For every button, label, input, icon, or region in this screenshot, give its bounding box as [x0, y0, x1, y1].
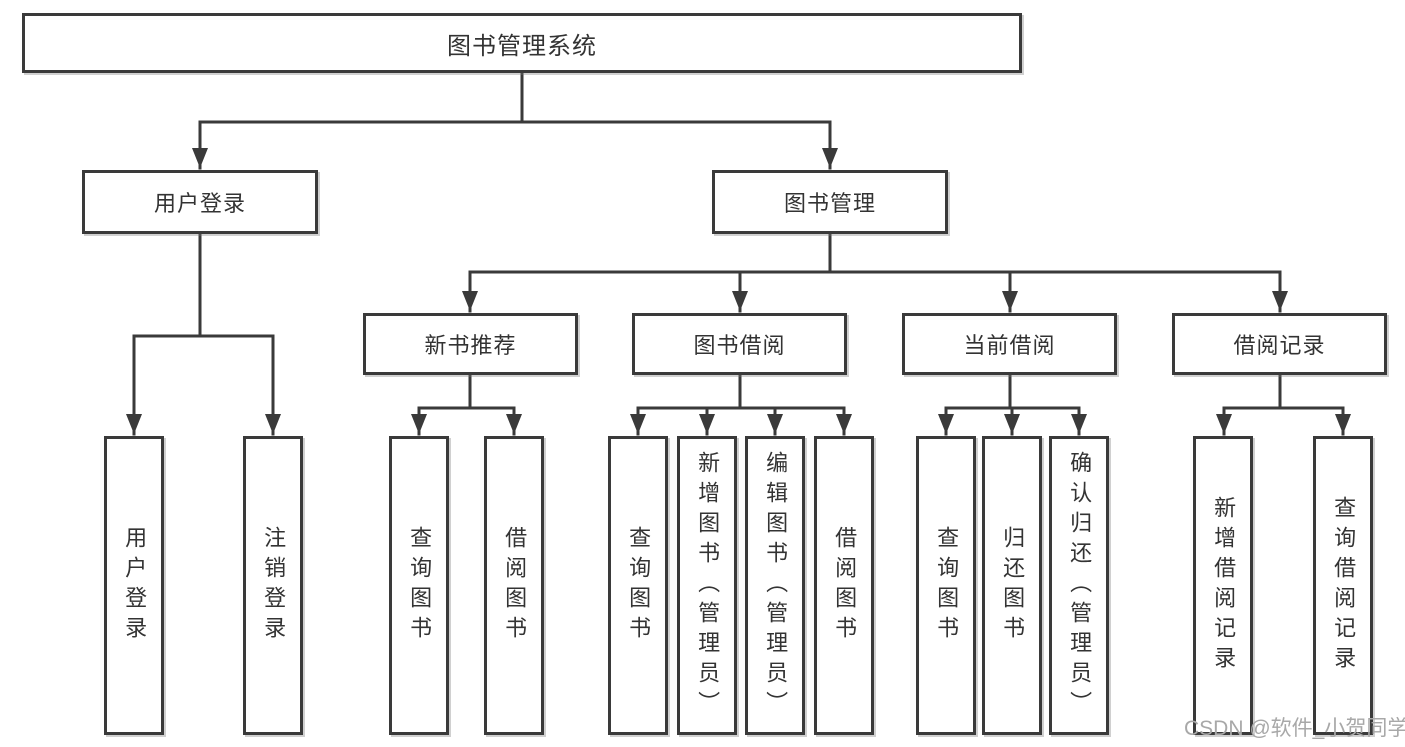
leaf-edit-books-admin-label: 编辑图书（管理员） [763, 450, 789, 721]
leaf-borrow-books-1: 借阅图书 [484, 436, 544, 735]
node-current-borrow: 当前借阅 [902, 313, 1117, 375]
leaf-add-borrow-record: 新增借阅记录 [1193, 436, 1253, 735]
leaf-borrow-books-2-label: 借阅图书 [832, 525, 858, 646]
node-borrow-records: 借阅记录 [1172, 313, 1387, 375]
leaf-confirm-return-admin: 确认归还（管理员） [1049, 436, 1109, 735]
node-user-login: 用户登录 [82, 170, 318, 234]
csdn-watermark: CSDN @软件_小贺同学 [1184, 717, 1405, 740]
node-root-label: 图书管理系统 [447, 32, 597, 60]
node-new-book-recommend: 新书推荐 [363, 313, 578, 375]
leaf-query-books-1: 查询图书 [389, 436, 449, 735]
leaf-query-books-1-label: 查询图书 [407, 525, 433, 646]
leaf-query-borrow-record: 查询借阅记录 [1313, 436, 1373, 735]
leaf-add-books-admin-label: 新增图书（管理员） [695, 450, 721, 721]
leaf-query-books-2: 查询图书 [608, 436, 668, 735]
node-book-borrow-label: 图书借阅 [693, 333, 786, 358]
leaf-query-borrow-record-label: 查询借阅记录 [1331, 495, 1357, 676]
node-root: 图书管理系统 [22, 13, 1022, 73]
leaf-query-books-3-label: 查询图书 [934, 525, 960, 646]
leaf-user-login: 用户登录 [104, 436, 164, 735]
leaf-borrow-books-1-label: 借阅图书 [502, 525, 528, 646]
node-book-mgmt: 图书管理 [712, 170, 948, 234]
leaf-user-login-label: 用户登录 [122, 525, 148, 646]
node-book-mgmt-label: 图书管理 [783, 191, 876, 216]
leaf-add-books-admin: 新增图书（管理员） [677, 436, 737, 735]
node-user-login-label: 用户登录 [153, 191, 246, 216]
leaf-add-borrow-record-label: 新增借阅记录 [1211, 495, 1237, 676]
leaf-logout-label: 注销登录 [261, 525, 287, 646]
leaf-return-books-label: 归还图书 [1000, 525, 1026, 646]
node-new-book-recommend-label: 新书推荐 [424, 333, 517, 358]
leaf-borrow-books-2: 借阅图书 [814, 436, 874, 735]
leaf-query-books-2-label: 查询图书 [626, 525, 652, 646]
leaf-logout: 注销登录 [243, 436, 303, 735]
leaf-return-books: 归还图书 [982, 436, 1042, 735]
node-current-borrow-label: 当前借阅 [963, 333, 1056, 358]
node-book-borrow: 图书借阅 [632, 313, 847, 375]
leaf-query-books-3: 查询图书 [916, 436, 976, 735]
node-borrow-records-label: 借阅记录 [1233, 333, 1326, 358]
leaf-confirm-return-admin-label: 确认归还（管理员） [1067, 450, 1093, 721]
leaf-edit-books-admin: 编辑图书（管理员） [745, 436, 805, 735]
